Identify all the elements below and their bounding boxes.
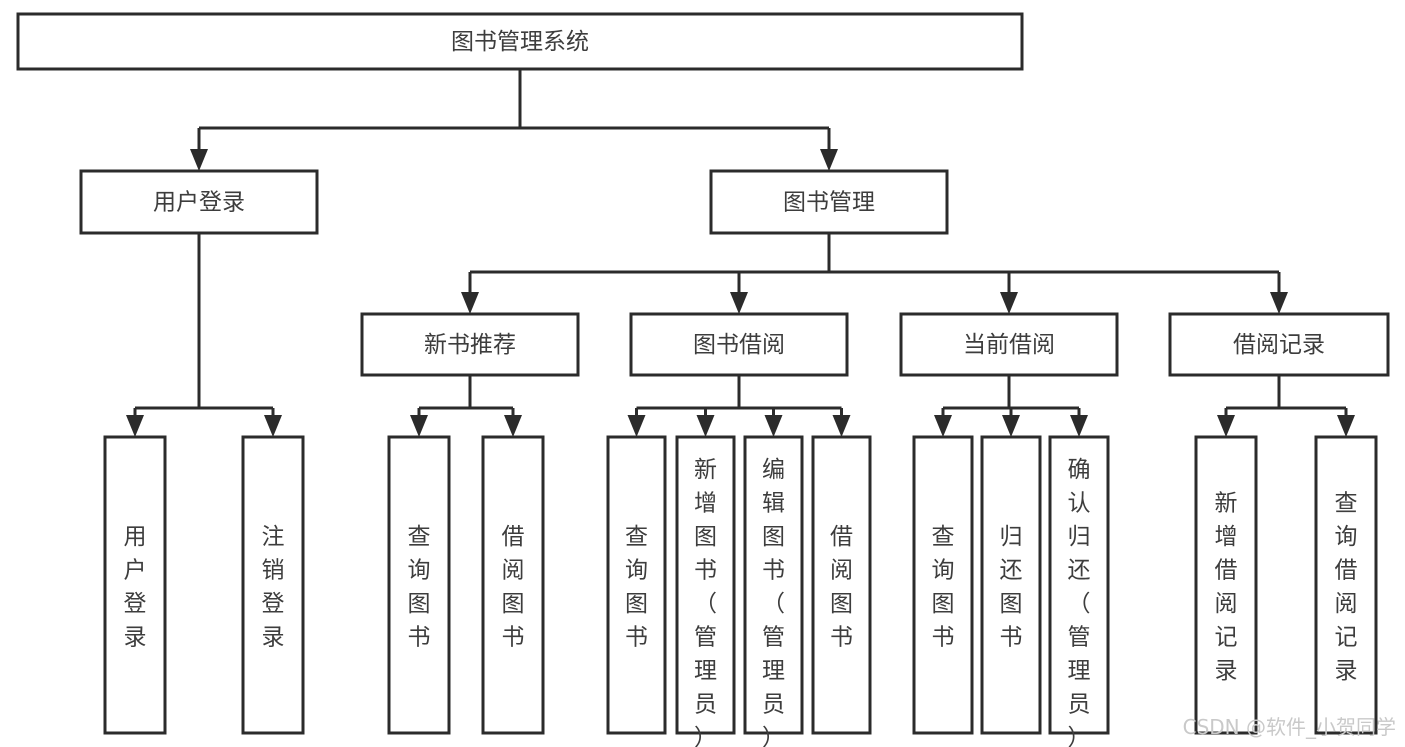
node-current-borrow[interactable]: 当前借阅 [899,312,1119,377]
node-box-borrow-book-1[interactable] [481,435,545,735]
node-label-edit-book-admin: 编辑图书（管理员） [762,457,785,747]
node-layer: 图书管理系统用户登录用户登录注销登录图书管理新书推荐查询图书借阅图书图书借阅查询… [16,12,1390,747]
node-box-edit-book-admin[interactable] [743,435,804,735]
node-borrow-book-2[interactable]: 借阅图书 [811,435,872,735]
node-box-root[interactable] [16,12,1024,71]
node-box-borrow-book-2[interactable] [811,435,872,735]
connector-layer [126,69,1355,437]
connector-arrowhead [764,415,783,437]
node-query-borrow-record[interactable]: 查询借阅记录 [1314,435,1378,735]
connector-arrowhead [264,415,282,437]
node-label-borrow-record: 借阅记录 [1233,332,1325,358]
node-add-book-admin[interactable]: 新增图书（管理员） [675,435,736,747]
node-borrow-record[interactable]: 借阅记录 [1168,312,1390,377]
node-box-query-book-2[interactable] [606,435,667,735]
connector-arrowhead [1337,415,1355,437]
connector-arrowhead [934,415,952,437]
node-user-login-do[interactable]: 用户登录 [103,435,167,735]
connector-arrowhead [190,149,208,171]
node-box-user-logout[interactable] [241,435,305,735]
connector-arrowhead [1000,292,1018,314]
node-query-book-1[interactable]: 查询图书 [387,435,451,735]
node-confirm-return-admin[interactable]: 确认归还（管理员） [1048,435,1110,747]
node-label-query-book-2: 查询图书 [625,524,648,651]
connector-arrowhead [1002,415,1020,437]
node-label-current-borrow: 当前借阅 [963,332,1055,358]
node-label-user-logout: 注销登录 [262,524,285,651]
node-label-new-book-recommend: 新书推荐 [424,332,516,358]
node-root[interactable]: 图书管理系统 [16,12,1024,71]
node-return-book[interactable]: 归还图书 [980,435,1042,735]
node-label-add-book-admin: 新增图书（管理员） [694,457,717,747]
node-label-query-borrow-record: 查询借阅记录 [1335,491,1358,685]
connector-arrowhead [461,292,479,314]
node-box-book-management[interactable] [709,169,949,235]
node-add-borrow-record[interactable]: 新增借阅记录 [1194,435,1258,735]
node-box-add-book-admin[interactable] [675,435,736,735]
node-box-confirm-return-admin[interactable] [1048,435,1110,735]
connector-arrowhead [696,415,715,437]
connector-arrowhead [1217,415,1235,437]
node-box-return-book[interactable] [980,435,1042,735]
node-new-book-recommend[interactable]: 新书推荐 [360,312,580,377]
connector-arrowhead [820,149,838,171]
node-box-user-login-do[interactable] [103,435,167,735]
node-box-borrow-record[interactable] [1168,312,1390,377]
node-label-query-book-3: 查询图书 [932,524,955,651]
node-borrow-book-1[interactable]: 借阅图书 [481,435,545,735]
connector-arrowhead [504,415,522,437]
node-label-return-book: 归还图书 [1000,524,1023,651]
node-label-book-management: 图书管理 [783,190,875,216]
node-user-logout[interactable]: 注销登录 [241,435,305,735]
node-box-current-borrow[interactable] [899,312,1119,377]
node-book-borrow[interactable]: 图书借阅 [629,312,849,377]
node-label-borrow-book-1: 借阅图书 [502,524,525,651]
node-label-add-borrow-record: 新增借阅记录 [1215,491,1238,685]
node-box-book-borrow[interactable] [629,312,849,377]
node-label-borrow-book-2: 借阅图书 [830,524,853,651]
node-box-new-book-recommend[interactable] [360,312,580,377]
node-query-book-2[interactable]: 查询图书 [606,435,667,735]
node-box-query-book-1[interactable] [387,435,451,735]
connector-arrowhead [832,415,851,437]
node-user-login[interactable]: 用户登录 [79,169,319,235]
node-box-query-book-3[interactable] [912,435,974,735]
connector-arrowhead [1270,292,1288,314]
node-box-query-borrow-record[interactable] [1314,435,1378,735]
node-label-user-login-do: 用户登录 [124,524,147,651]
connector-arrowhead [730,292,748,314]
node-box-add-borrow-record[interactable] [1194,435,1258,735]
connector-arrowhead [126,415,144,437]
node-edit-book-admin[interactable]: 编辑图书（管理员） [743,435,804,747]
node-label-book-borrow: 图书借阅 [693,332,785,358]
node-box-user-login[interactable] [79,169,319,235]
node-label-root: 图书管理系统 [451,29,589,55]
node-label-query-book-1: 查询图书 [408,524,431,651]
node-label-user-login: 用户登录 [153,190,245,216]
connector-arrowhead [1070,415,1088,437]
connector-arrowhead [627,415,646,437]
node-book-management[interactable]: 图书管理 [709,169,949,235]
csdn-watermark: CSDN @软件_小贺同学 [1183,715,1396,739]
connector-arrowhead [410,415,428,437]
node-label-confirm-return-admin: 确认归还（管理员） [1068,457,1091,747]
node-query-book-3[interactable]: 查询图书 [912,435,974,735]
